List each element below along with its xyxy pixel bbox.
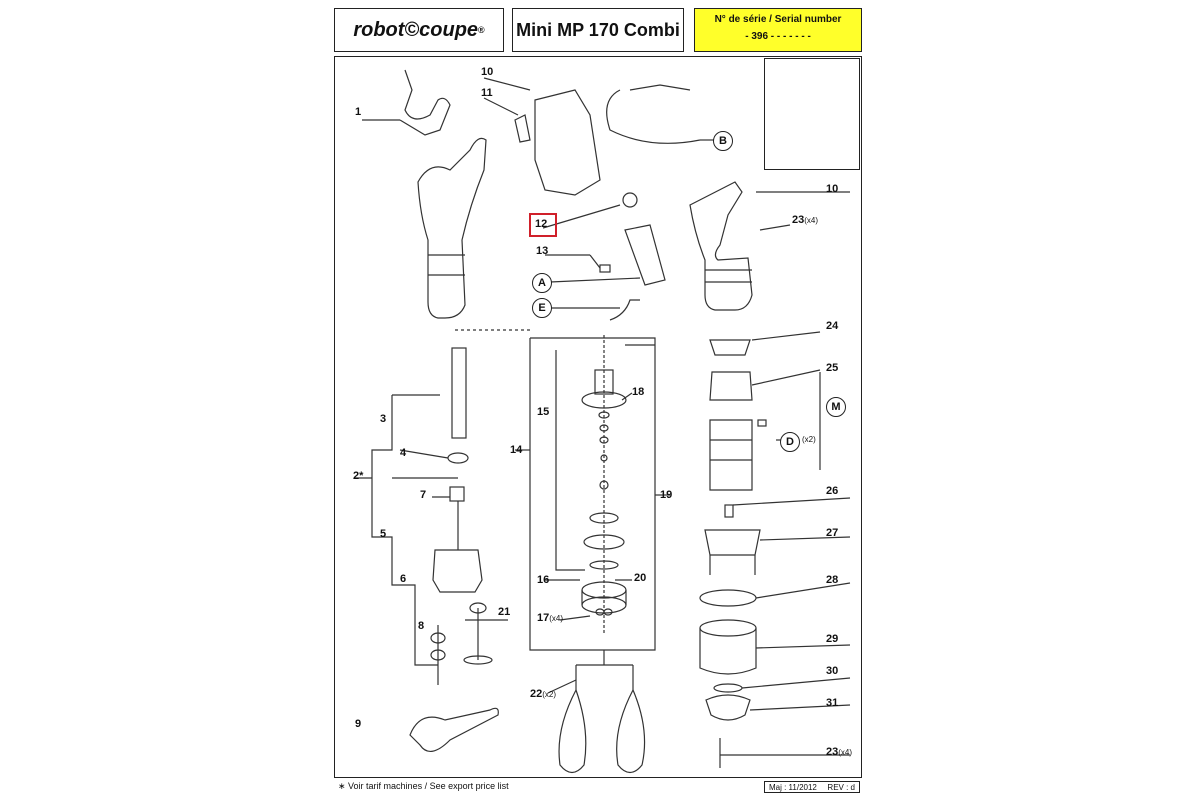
part-e-wire <box>609 299 640 321</box>
part-7-coupler <box>449 486 465 502</box>
part-11-clip <box>514 114 531 143</box>
label-part-23-top-qty: (x4) <box>804 216 819 225</box>
label-part-23-bottom-qty: (x4) <box>838 748 853 757</box>
label-part-18: 18 <box>632 386 645 398</box>
label-part-28: 28 <box>826 574 839 586</box>
part-31-base <box>705 694 751 721</box>
robot-coupe-logo: robot©coupe® <box>334 8 504 52</box>
label-part-22-num: 22 <box>530 688 543 700</box>
cable-b <box>606 89 701 144</box>
label-part-6: 6 <box>400 573 407 585</box>
part-10-cover <box>534 89 601 196</box>
label-part-17: 17(x4) <box>537 612 563 624</box>
circle-d-qty-text: (x2) <box>802 435 816 444</box>
label-part-7: 7 <box>420 489 427 501</box>
label-part-22: 22(x2) <box>530 688 556 700</box>
label-part-14: 14 <box>510 444 523 456</box>
part-27-housing <box>704 529 761 556</box>
part-3-shaft <box>451 347 467 439</box>
part-25-cover <box>709 371 753 401</box>
serial-label: N° de série / Serial number <box>714 14 842 25</box>
part-21-disc <box>463 655 493 665</box>
serial-value: - 396 - - - - - - - <box>745 31 811 42</box>
label-part-9: 9 <box>355 718 362 730</box>
logo-text: robot©coupe <box>353 18 479 41</box>
label-part-3: 3 <box>380 413 387 425</box>
part-9-clip <box>409 707 499 752</box>
label-part-16: 16 <box>537 574 550 586</box>
circle-label-m: M <box>826 397 846 417</box>
label-part-13: 13 <box>536 245 549 257</box>
label-part-15: 15 <box>537 406 550 418</box>
label-part-26: 26 <box>826 485 839 497</box>
part-4-seal <box>447 452 469 464</box>
export-price-note: ∗ Voir tarif machines / See export price… <box>338 781 509 791</box>
part-1-cable <box>399 69 451 136</box>
highlighted-part-12 <box>529 213 557 237</box>
part-24-fan <box>709 339 751 356</box>
brush-d <box>757 419 767 427</box>
right-motor-body <box>689 181 753 311</box>
label-part-22-qty: (x2) <box>542 690 557 699</box>
label-part-17-qty: (x4) <box>549 614 564 623</box>
model-title: Mini MP 170 Combi <box>512 8 684 52</box>
label-part-21: 21 <box>498 606 511 618</box>
circle-label-a: A <box>532 273 552 293</box>
motor-stator <box>709 419 753 491</box>
label-part-2: 2* <box>353 470 364 482</box>
part-29-sleeve <box>699 628 757 675</box>
label-part-17-num: 17 <box>537 612 550 624</box>
inset-overview-box <box>764 58 860 170</box>
label-part-30: 30 <box>826 665 839 677</box>
label-part-23-top-num: 23 <box>792 214 805 226</box>
label-part-8: 8 <box>418 620 425 632</box>
part-29-sleeve-top <box>699 619 757 637</box>
circle-label-b: B <box>713 131 733 151</box>
exploded-diagram-frame <box>334 56 862 778</box>
maj-date: Maj : 11/2012 <box>769 782 817 792</box>
serial-number-box: N° de série / Serial number - 396 - - - … <box>694 8 862 52</box>
label-part-25: 25 <box>826 362 839 374</box>
registered-mark: ® <box>478 25 485 35</box>
label-part-19: 19 <box>660 489 673 501</box>
label-part-10-right: 10 <box>826 183 839 195</box>
revision: REV : d <box>827 782 855 792</box>
label-part-4: 4 <box>400 447 407 459</box>
revision-box: Maj : 11/2012 REV : d <box>764 781 860 793</box>
label-part-11: 11 <box>481 87 493 99</box>
label-part-23-bottom: 23(x4) <box>826 746 852 758</box>
part-26-pin <box>724 504 734 518</box>
label-part-1: 1 <box>355 106 362 118</box>
label-part-29: 29 <box>826 633 839 645</box>
part-30-oring <box>713 683 743 693</box>
gear-plate <box>583 534 625 550</box>
part-22-whisk-right <box>616 689 646 774</box>
label-part-12: 12 <box>535 218 548 230</box>
circle-label-e: E <box>532 298 552 318</box>
part-18-gearbox <box>581 391 627 409</box>
part-28-ring <box>699 589 757 607</box>
label-part-23-bottom-num: 23 <box>826 746 839 758</box>
circle-label-d: D <box>780 432 800 452</box>
part-6-holder <box>432 549 483 593</box>
label-part-20: 20 <box>634 572 647 584</box>
circle-d-qty: (x2) <box>802 433 816 445</box>
label-part-27: 27 <box>826 527 839 539</box>
label-part-23-top: 23(x4) <box>792 214 818 226</box>
label-part-24: 24 <box>826 320 839 332</box>
label-part-31: 31 <box>826 697 839 709</box>
label-part-5: 5 <box>380 528 387 540</box>
label-part-10-top: 10 <box>481 66 494 78</box>
left-motor-body <box>417 137 487 319</box>
switch-assembly <box>624 224 666 286</box>
part-22-whisk-left <box>558 689 587 774</box>
